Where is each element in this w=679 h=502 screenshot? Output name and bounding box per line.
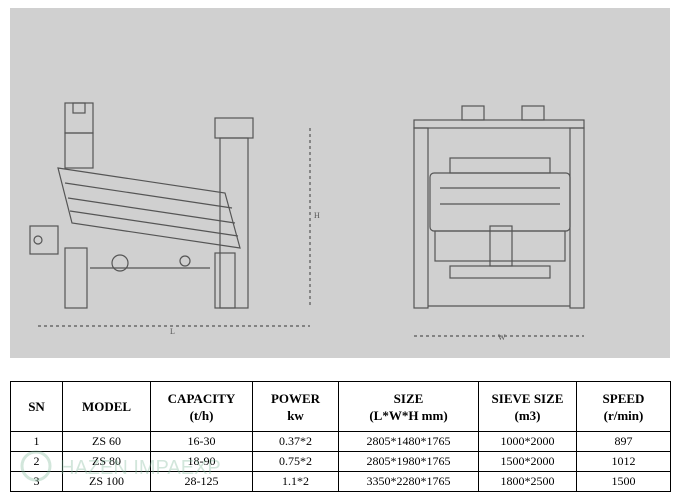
cell-sieve-size: 1000*2000 [478,431,577,452]
header-model-label: MODEL [81,399,132,414]
cell-model: ZS 60 [62,431,151,452]
cell-size: 3350*2280*1765 [338,471,479,492]
cell-sn: 3 [10,471,63,492]
header-capacity: CAPACITY (t/h) [150,381,253,432]
cell-sieve-size: 1800*2500 [478,471,577,492]
cell-speed: 897 [576,431,671,452]
cell-power: 0.37*2 [252,431,339,452]
cell-speed: 1500 [576,471,671,492]
header-power-label: POWER [270,390,321,406]
spec-table: SN MODEL CAPACITY (t/h) POWER kw SIZE (L… [10,381,671,492]
cell-capacity: 16-30 [150,431,253,452]
header-sn-label: SN [28,399,45,414]
cell-power: 0.75*2 [252,451,339,472]
header-sieve-size-label: SIEVE SIZE [491,390,564,406]
side-view [29,102,311,327]
cell-model: ZS 100 [62,471,151,492]
cell-sieve-size: 1500*2000 [478,451,577,472]
cell-size: 2805*1980*1765 [338,451,479,472]
header-speed: SPEED (r/min) [576,381,671,432]
header-sn: SN [10,381,63,432]
cell-sn: 1 [10,431,63,452]
length-label: L [170,327,175,336]
header-sieve-size: SIEVE SIZE (m3) [478,381,577,432]
machine-drawing-svg: H L W [29,102,585,342]
cell-sn: 2 [10,451,63,472]
header-size-unit: (L*W*H mm) [369,407,448,423]
header-speed-unit: (r/min) [603,407,644,423]
table-row: 1 ZS 60 16-30 0.37*2 2805*1480*1765 1000… [10,431,671,452]
header-power-unit: kw [287,407,304,423]
header-speed-label: SPEED [602,390,645,406]
machine-drawing: H L W [10,8,670,358]
cell-size: 2805*1480*1765 [338,431,479,452]
cell-power: 1.1*2 [252,471,339,492]
height-label: H [314,211,320,220]
header-sieve-size-unit: (m3) [514,407,541,423]
cell-capacity: 18-90 [150,451,253,472]
cell-capacity: 28-125 [150,471,253,492]
front-view [413,105,585,337]
table-row: 3 ZS 100 28-125 1.1*2 3350*2280*1765 180… [10,471,671,492]
header-power: POWER kw [252,381,339,432]
table-row: 2 ZS 80 18-90 0.75*2 2805*1980*1765 1500… [10,451,671,472]
header-model: MODEL [62,381,151,432]
cell-speed: 1012 [576,451,671,472]
header-capacity-label: CAPACITY [167,390,236,406]
header-size: SIZE (L*W*H mm) [338,381,479,432]
cell-model: ZS 80 [62,451,151,472]
width-label: W [498,333,506,342]
header-size-label: SIZE [393,390,424,406]
table-header-row: SN MODEL CAPACITY (t/h) POWER kw SIZE (L… [10,381,671,432]
header-capacity-unit: (t/h) [189,407,214,423]
